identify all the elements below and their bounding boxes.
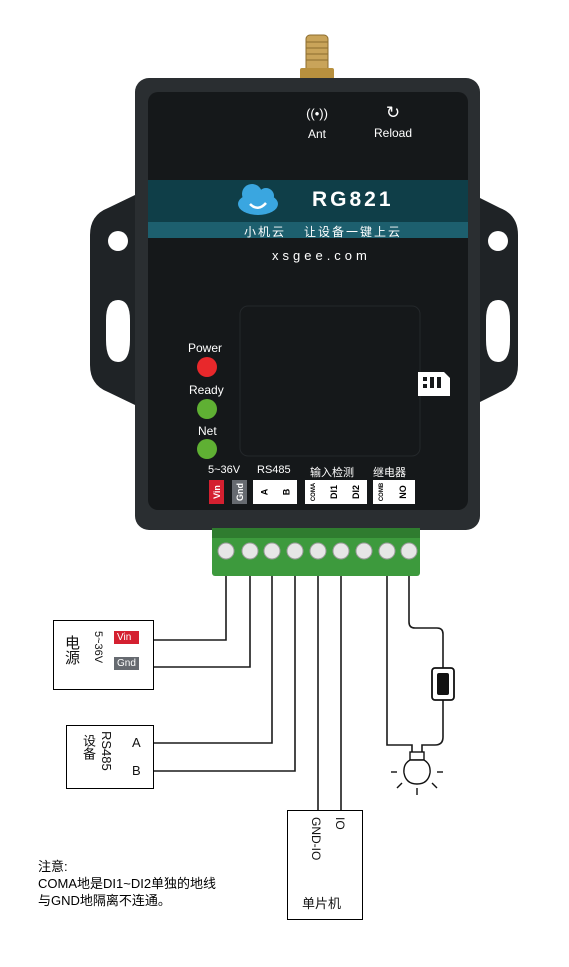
led-label-power: Power bbox=[188, 341, 223, 355]
mcu-title: 单片机 bbox=[302, 896, 342, 911]
rs485-b-label: B bbox=[132, 763, 141, 778]
led-label-ready: Ready bbox=[189, 383, 224, 397]
power-terminal-labels: Vin Gnd bbox=[114, 631, 139, 670]
terminal-di1: DI1 bbox=[325, 480, 343, 504]
terminal-a: A bbox=[255, 480, 273, 504]
group-input: 输入检测 bbox=[310, 467, 354, 479]
reload-control[interactable]: ↻ Reload bbox=[366, 103, 420, 141]
terminal-coma: COMA bbox=[306, 480, 322, 504]
ant-label: Ant bbox=[307, 127, 326, 141]
rs485-a-label: A bbox=[132, 735, 141, 750]
rs485-title-2: 设备 bbox=[81, 734, 96, 760]
slogan-left: 小机云 bbox=[244, 225, 287, 239]
terminal-di2: DI2 bbox=[347, 480, 365, 504]
antenna bbox=[300, 34, 334, 84]
group-relay: 继电器 bbox=[373, 467, 406, 479]
sim-card-icon bbox=[418, 372, 450, 396]
led-label-net: Net bbox=[198, 424, 217, 438]
note-line3: 与GND地隔离不连通。 bbox=[38, 893, 171, 908]
led-net bbox=[197, 439, 217, 459]
right-mounting-ear bbox=[474, 195, 518, 405]
wires bbox=[152, 576, 444, 810]
antenna-signal-icon: ((•)) bbox=[306, 106, 328, 121]
website: xsgee.com bbox=[272, 248, 371, 263]
rs485-device-box: A B RS485 设备 bbox=[66, 725, 154, 789]
cloud-logo-icon bbox=[238, 184, 278, 215]
note-line2: COMA地是DI1~DI2单独的地线 bbox=[38, 876, 217, 891]
antenna-status: ((•)) Ant bbox=[300, 106, 334, 141]
terminal-gnd: Gnd bbox=[232, 480, 247, 504]
group-power: 5~36V bbox=[208, 464, 241, 476]
terminal-vin: Vin bbox=[209, 480, 224, 504]
power-title: 电源 bbox=[63, 635, 80, 665]
note-line1: 注意: bbox=[38, 859, 68, 874]
light-bulb-icon bbox=[391, 751, 443, 795]
reload-label: Reload bbox=[373, 126, 413, 140]
terminal-no: NO bbox=[394, 480, 412, 504]
mcu-gnd-io: GND-IO bbox=[309, 817, 323, 861]
note: 注意: COMA地是DI1~DI2单独的地线 与GND地隔离不连通。 bbox=[38, 858, 216, 909]
power-supply-box: Vin Gnd 5~36V 电源 bbox=[53, 620, 154, 690]
rs485-title-1: RS485 bbox=[99, 731, 114, 771]
slogan-right: 让设备一键上云 bbox=[304, 225, 403, 239]
left-mounting-ear bbox=[90, 195, 135, 405]
led-ready bbox=[197, 399, 217, 419]
terminal-comb: COMB bbox=[374, 480, 390, 504]
power-vin-tag: Vin bbox=[114, 631, 139, 644]
terminal-block bbox=[212, 528, 420, 576]
power-voltage: 5~36V bbox=[92, 631, 104, 664]
led-power bbox=[197, 357, 217, 377]
model-name: RG821 bbox=[312, 188, 394, 211]
terminal-b: B bbox=[277, 480, 295, 504]
power-gnd-tag: Gnd bbox=[114, 657, 139, 670]
mcu-io: IO bbox=[333, 817, 347, 830]
group-rs485: RS485 bbox=[257, 464, 291, 476]
reload-icon[interactable]: ↻ bbox=[385, 103, 401, 122]
mcu-box: GND-IO IO 单片机 bbox=[287, 810, 363, 920]
